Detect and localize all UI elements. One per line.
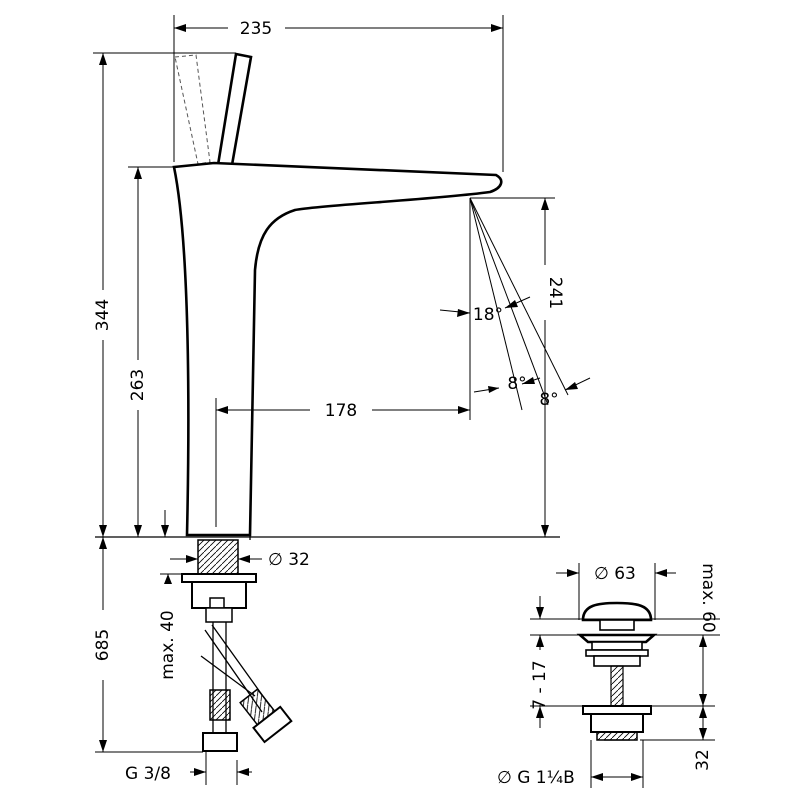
dim-outlet-height: 241 [470, 197, 565, 537]
label-spout-reach: 178 [325, 401, 357, 421]
dim-spray-angle: 18° 8° 8° [439, 296, 591, 410]
label-drain-bottom: 32 [693, 749, 713, 771]
label-drain-cap-height: max. 60 [698, 563, 718, 632]
dim-hose-length: 685 [93, 537, 203, 753]
label-base-diameter: ∅ 32 [268, 550, 310, 570]
nut-base [205, 607, 233, 623]
label-total-height: 344 [93, 299, 113, 331]
dim-drain-bottom: 32 [640, 635, 715, 771]
drain-seal-2 [585, 649, 649, 657]
dim-mounting-thickness: max. 40 [158, 573, 182, 680]
dim-spout-reach: 178 [215, 398, 470, 527]
washer [181, 573, 257, 583]
drain-body [590, 713, 644, 733]
mounting-assembly [181, 539, 293, 752]
label-mounting-thickness: max. 40 [158, 610, 178, 679]
drain-threaded-rod [610, 665, 624, 707]
dim-drain-cap-diameter: ∅ 63 [556, 563, 676, 620]
nut-left [202, 732, 238, 752]
handle-alt-position [174, 54, 211, 165]
nut-bolt [209, 597, 225, 609]
label-spray-angle: 18° [473, 305, 503, 325]
drain-thread [596, 731, 638, 741]
drain-assembly [576, 601, 658, 741]
dim-drain-thread: ∅ G 1¼B [497, 740, 644, 788]
faucet-body [172, 52, 503, 540]
drain-nut [593, 655, 641, 667]
hose-left [212, 622, 227, 740]
dim-total-width: 235 [173, 15, 504, 172]
dim-connection-thread: G 3/8 [125, 752, 252, 785]
dim-total-height: 344 [93, 52, 236, 537]
dim-drain-adjust: 7 - 17 [530, 634, 583, 728]
drain-flange [576, 633, 658, 644]
drain-body-top [582, 705, 652, 715]
label-total-width: 235 [240, 19, 272, 39]
label-hose-length: 685 [93, 629, 113, 661]
label-drain-thread: ∅ G 1¼B [497, 768, 575, 788]
label-drain-adjust: 7 - 17 [530, 660, 550, 709]
nut-right [252, 705, 293, 744]
drain-cap [581, 601, 653, 622]
dim-drain-cap-height: max. 60 [530, 563, 720, 636]
label-connection-thread: G 3/8 [125, 764, 171, 784]
label-spout-height: 263 [128, 369, 148, 401]
drain-stem [599, 619, 635, 631]
threaded-shank [197, 539, 239, 575]
spray-pattern [469, 197, 569, 420]
handle-lever [216, 52, 253, 167]
dim-base-diameter: ∅ 32 [170, 550, 310, 570]
dim-spout-height: 263 [128, 166, 174, 537]
drain-seal-1 [591, 641, 643, 651]
label-spray-angle-a: 8° [507, 374, 526, 394]
faucet-outline [172, 161, 503, 537]
fitting-left [209, 689, 231, 721]
label-outlet-height: 241 [545, 277, 565, 309]
label-spray-angle-b: 8° [539, 390, 558, 410]
label-drain-cap-diameter: ∅ 63 [594, 564, 636, 584]
